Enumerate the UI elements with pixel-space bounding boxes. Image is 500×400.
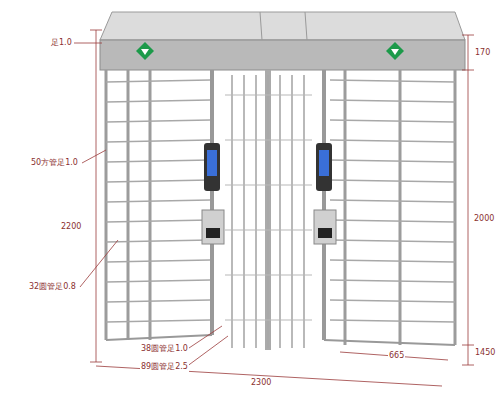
material-label: 38圆管足1.0 (140, 344, 189, 354)
bar (330, 140, 455, 142)
bar (106, 80, 210, 82)
bar (225, 94, 312, 95)
material-label: 足1.0 (50, 38, 73, 48)
bar (330, 280, 455, 282)
bar (106, 260, 210, 262)
bar (106, 200, 210, 202)
bar (330, 260, 455, 262)
bar (255, 75, 257, 348)
dimension-label: 1450 (474, 348, 496, 358)
bar (322, 70, 326, 340)
bar (330, 240, 455, 242)
dimension-label: 665 (388, 351, 405, 361)
material-label: 32圆管足0.8 (28, 282, 77, 292)
bar (225, 184, 312, 185)
face-terminal (314, 143, 336, 244)
bar (127, 70, 130, 340)
green-arrow-icon (136, 42, 154, 60)
dimension-label: 2300 (250, 378, 272, 388)
bar (225, 139, 312, 140)
bar (399, 70, 402, 345)
bar (106, 240, 210, 242)
bar (330, 300, 455, 302)
bar (330, 100, 455, 102)
bar (225, 319, 312, 320)
bar (330, 120, 455, 122)
bar (105, 70, 108, 340)
bar (330, 180, 455, 182)
face-terminal (202, 143, 224, 244)
bar (279, 75, 281, 348)
bar (106, 320, 210, 322)
bar (330, 160, 455, 162)
dimension-lines (74, 30, 474, 386)
turnstile-frame (100, 12, 465, 70)
bar (106, 335, 212, 340)
bar (267, 75, 269, 348)
bar (344, 70, 347, 345)
bar (106, 140, 210, 142)
bar (225, 229, 312, 230)
bar (106, 220, 210, 222)
bar (243, 75, 245, 348)
bar (231, 75, 233, 348)
bar (330, 80, 455, 82)
bar (106, 180, 210, 182)
bar (303, 75, 305, 348)
bar (330, 220, 455, 222)
bar (106, 120, 210, 122)
dimension-label: 2200 (60, 222, 82, 232)
bar (149, 70, 152, 340)
bar (106, 100, 210, 102)
bar (330, 200, 455, 202)
bar (324, 340, 455, 345)
bar (106, 300, 210, 302)
bar (265, 70, 271, 350)
bar (210, 70, 214, 335)
bar (106, 160, 210, 162)
bar (106, 280, 210, 282)
dimension-label: 2000 (473, 214, 495, 224)
bar (225, 274, 312, 275)
bar (330, 320, 455, 322)
fence-bars (106, 70, 455, 350)
dimension-label: 170 (474, 48, 491, 58)
bar (291, 75, 293, 348)
bar (454, 70, 457, 345)
material-label: 50方管足1.0 (30, 158, 79, 168)
material-label: 89圆管足2.5 (140, 362, 189, 372)
green-arrow-icon (386, 42, 404, 60)
